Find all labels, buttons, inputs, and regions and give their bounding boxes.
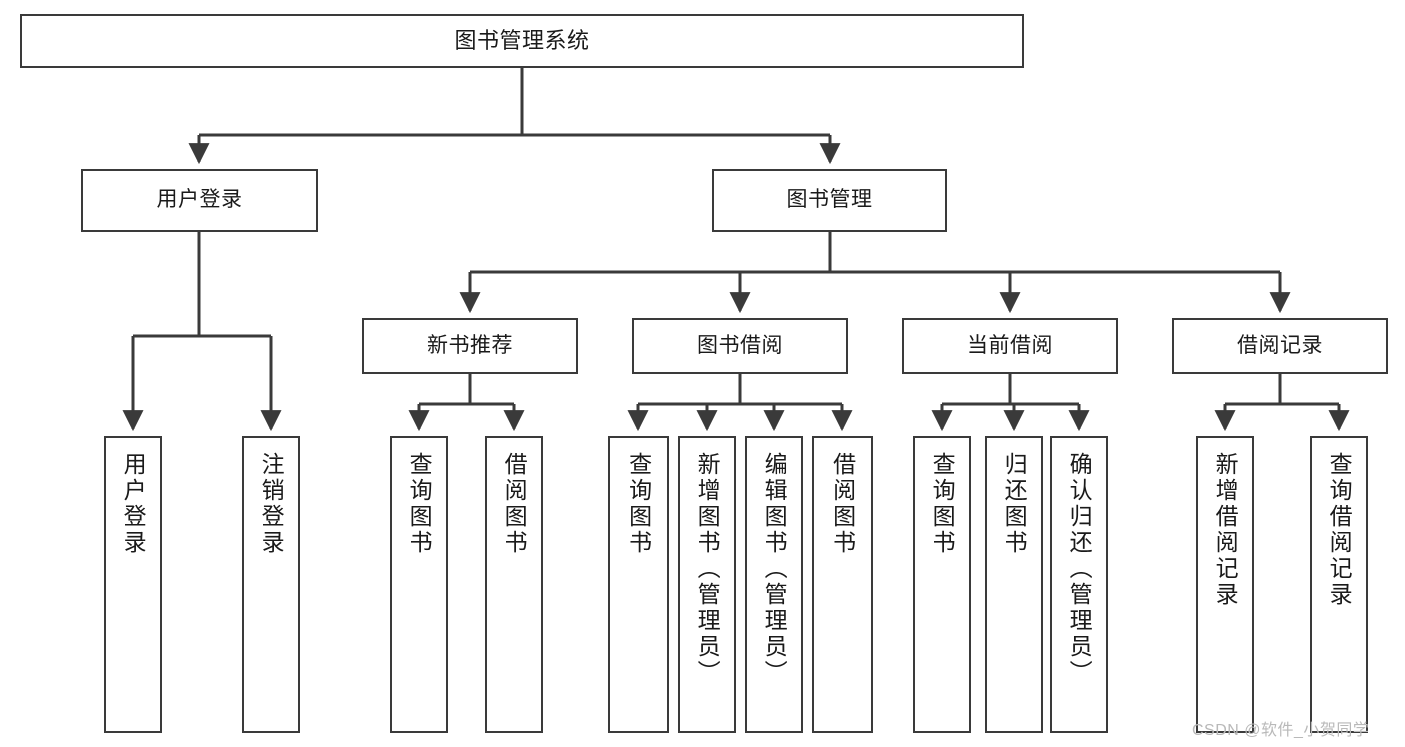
node-current-borrow[interactable]: 当前借阅 — [902, 318, 1118, 374]
node-label: 用户登录 — [156, 188, 243, 212]
node-label: 图书管理 — [786, 188, 873, 212]
node-label: 借阅图书 — [501, 452, 528, 556]
node-label: 借阅图书 — [829, 452, 856, 556]
node-label: 图书管理系统 — [454, 27, 590, 53]
node-new-book-recommend[interactable]: 新书推荐 — [362, 318, 578, 374]
node-label: 新增借阅记录 — [1212, 452, 1239, 608]
leaf-add-book-admin[interactable]: 新增图书（管理员） — [678, 436, 736, 733]
leaf-confirm-return-admin[interactable]: 确认归还（管理员） — [1050, 436, 1108, 733]
node-label: 新增图书（管理员） — [694, 452, 721, 686]
node-user-login[interactable]: 用户登录 — [81, 169, 318, 232]
node-label: 用户登录 — [120, 452, 147, 556]
node-root-system[interactable]: 图书管理系统 — [20, 14, 1024, 68]
node-label: 查询借阅记录 — [1326, 452, 1353, 608]
leaf-query-borrow-record[interactable]: 查询借阅记录 — [1310, 436, 1368, 733]
leaf-add-borrow-record[interactable]: 新增借阅记录 — [1196, 436, 1254, 733]
leaf-query-book-current[interactable]: 查询图书 — [913, 436, 971, 733]
node-borrow-record[interactable]: 借阅记录 — [1172, 318, 1388, 374]
node-book-management[interactable]: 图书管理 — [712, 169, 947, 232]
leaf-borrow-book[interactable]: 借阅图书 — [812, 436, 873, 733]
leaf-return-book[interactable]: 归还图书 — [985, 436, 1043, 733]
node-label: 查询图书 — [406, 452, 433, 556]
node-label: 查询图书 — [929, 452, 956, 556]
leaf-user-login[interactable]: 用户登录 — [104, 436, 162, 733]
node-label: 查询图书 — [625, 452, 652, 556]
node-label: 当前借阅 — [967, 333, 1053, 357]
node-label: 确认归还（管理员） — [1066, 452, 1093, 686]
node-label: 借阅记录 — [1237, 333, 1323, 357]
node-label: 图书借阅 — [697, 333, 783, 357]
node-label: 编辑图书（管理员） — [761, 452, 788, 686]
node-label: 注销登录 — [258, 452, 285, 556]
leaf-borrow-book-recommend[interactable]: 借阅图书 — [485, 436, 543, 733]
node-label: 新书推荐 — [427, 333, 513, 357]
leaf-edit-book-admin[interactable]: 编辑图书（管理员） — [745, 436, 803, 733]
node-label: 归还图书 — [1001, 452, 1028, 556]
node-book-borrow[interactable]: 图书借阅 — [632, 318, 848, 374]
csdn-watermark: CSDN @软件_小贺同学 — [1192, 722, 1370, 739]
leaf-logout[interactable]: 注销登录 — [242, 436, 300, 733]
leaf-query-book-borrow[interactable]: 查询图书 — [608, 436, 669, 733]
leaf-query-book-recommend[interactable]: 查询图书 — [390, 436, 448, 733]
